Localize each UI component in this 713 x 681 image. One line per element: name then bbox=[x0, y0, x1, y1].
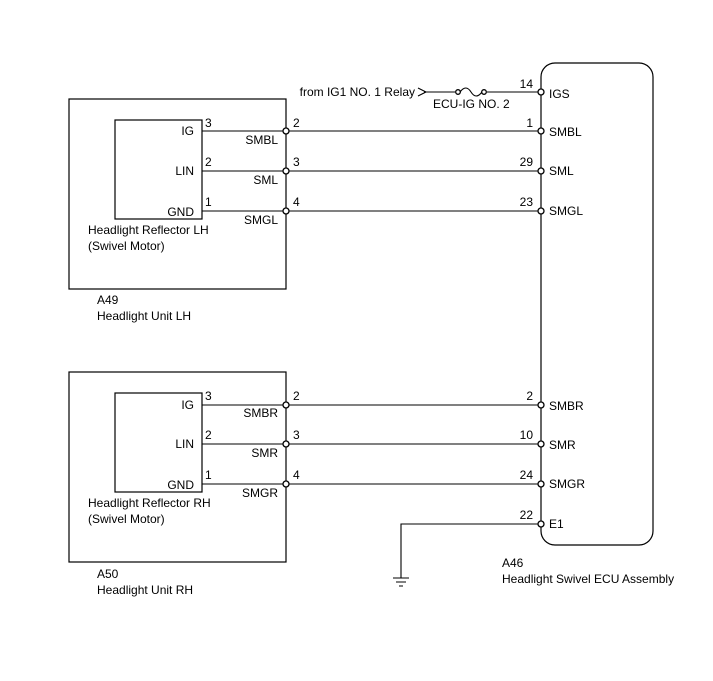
ecu-pin-name-e1: E1 bbox=[549, 517, 564, 531]
reflector-rh-pin-lin: 2 bbox=[205, 428, 212, 442]
wire-ground bbox=[400, 523, 541, 578]
ecu-node-smgl bbox=[537, 207, 545, 215]
ecu-node-smr bbox=[537, 440, 545, 448]
connector-lh-pin-b: 3 bbox=[293, 155, 300, 169]
reflector-lh-pin-gnd: 1 bbox=[205, 195, 212, 209]
connector-lh-pin-c: 4 bbox=[293, 195, 300, 209]
ecu-node-smbr bbox=[537, 401, 545, 409]
ecu-node-smgr bbox=[537, 480, 545, 488]
reflector-lh-inner-ig: IG bbox=[181, 124, 194, 138]
ecu-code: A46 bbox=[502, 556, 524, 570]
ecu-pin-num-sml: 29 bbox=[520, 155, 534, 169]
ecu-pin-name-smgl: SMGL bbox=[549, 204, 583, 218]
wire-rh-smr-label: SMR bbox=[251, 446, 278, 460]
connector-rh-pin-b: 3 bbox=[293, 428, 300, 442]
ecu-pin-num-smr: 10 bbox=[520, 428, 534, 442]
reflector-rh-box bbox=[114, 392, 203, 493]
supply-arrow bbox=[417, 87, 428, 97]
reflector-rh-title: Headlight Reflector RH bbox=[88, 496, 211, 510]
reflector-rh-inner-gnd: GND bbox=[167, 478, 194, 492]
wire-lh-sml-label: SML bbox=[253, 173, 278, 187]
node-lh-3 bbox=[282, 207, 290, 215]
ecu-pin-name-igs: IGS bbox=[549, 87, 570, 101]
wire-lh-smbl-label: SMBL bbox=[245, 133, 278, 147]
unit-rh-code: A50 bbox=[97, 567, 119, 581]
unit-lh-name: Headlight Unit LH bbox=[97, 309, 191, 323]
ecu-name: Headlight Swivel ECU Assembly bbox=[502, 572, 674, 586]
ecu-pin-num-smgl: 23 bbox=[520, 195, 534, 209]
reflector-lh-inner-lin: LIN bbox=[175, 164, 194, 178]
fuse-icon bbox=[459, 87, 483, 97]
reflector-lh-inner-gnd: GND bbox=[167, 205, 194, 219]
reflector-rh-subtitle: (Swivel Motor) bbox=[88, 512, 165, 526]
unit-rh-box bbox=[68, 371, 287, 563]
ecu-pin-name-smbl: SMBL bbox=[549, 125, 582, 139]
ground-icon bbox=[393, 577, 409, 587]
reflector-lh-subtitle: (Swivel Motor) bbox=[88, 239, 165, 253]
wire-rh-smbr-label: SMBR bbox=[243, 406, 278, 420]
ecu-pin-name-smr: SMR bbox=[549, 438, 576, 452]
reflector-lh-pin-lin: 2 bbox=[205, 155, 212, 169]
connector-rh-pin-c: 4 bbox=[293, 468, 300, 482]
ecu-node-e1 bbox=[537, 520, 545, 528]
reflector-lh-title: Headlight Reflector LH bbox=[88, 223, 209, 237]
reflector-lh-pin-ig: 3 bbox=[205, 116, 212, 130]
ecu-pin-num-smgr: 24 bbox=[520, 468, 534, 482]
ecu-pin-num-igs: 14 bbox=[520, 77, 534, 91]
wire-lh-smgl-label: SMGL bbox=[244, 213, 278, 227]
node-rh-3 bbox=[282, 480, 290, 488]
node-lh-1 bbox=[282, 127, 290, 135]
ecu-node-sml bbox=[537, 167, 545, 175]
connector-lh-pin-a: 2 bbox=[293, 116, 300, 130]
ecu-node-igs bbox=[537, 88, 545, 96]
reflector-rh-inner-lin: LIN bbox=[175, 437, 194, 451]
connector-rh-pin-a: 2 bbox=[293, 389, 300, 403]
ecu-pin-name-smgr: SMGR bbox=[549, 477, 585, 491]
headlight-unit-lh: IG LIN GND 3 2 1 Headlight Reflector LH … bbox=[68, 98, 300, 323]
node-rh-1 bbox=[282, 401, 290, 409]
ecu-node-smbl bbox=[537, 127, 545, 135]
ecu-pin-name-smbr: SMBR bbox=[549, 399, 584, 413]
node-lh-2 bbox=[282, 167, 290, 175]
supply-source-label: from IG1 NO. 1 Relay bbox=[300, 85, 415, 99]
fuse-terminal-right bbox=[481, 89, 487, 95]
fuse-terminal-left bbox=[455, 89, 461, 95]
ecu-box bbox=[540, 62, 654, 546]
reflector-rh-pin-ig: 3 bbox=[205, 389, 212, 403]
wire-rh-smgr-label: SMGR bbox=[242, 486, 278, 500]
ecu-pin-num-smbl: 1 bbox=[526, 116, 533, 130]
headlight-unit-rh: IG LIN GND 3 2 1 Headlight Reflector RH … bbox=[68, 371, 300, 597]
ecu-pin-name-sml: SML bbox=[549, 164, 574, 178]
reflector-lh-box bbox=[114, 119, 203, 220]
fuse-label: ECU-IG NO. 2 bbox=[433, 97, 510, 111]
unit-lh-code: A49 bbox=[97, 293, 119, 307]
reflector-rh-inner-ig: IG bbox=[181, 398, 194, 412]
reflector-rh-pin-gnd: 1 bbox=[205, 468, 212, 482]
unit-lh-box bbox=[68, 98, 287, 290]
node-rh-2 bbox=[282, 440, 290, 448]
ecu-pin-num-smbr: 2 bbox=[526, 389, 533, 403]
ecu-pin-num-e1: 22 bbox=[520, 508, 534, 522]
unit-rh-name: Headlight Unit RH bbox=[97, 583, 193, 597]
